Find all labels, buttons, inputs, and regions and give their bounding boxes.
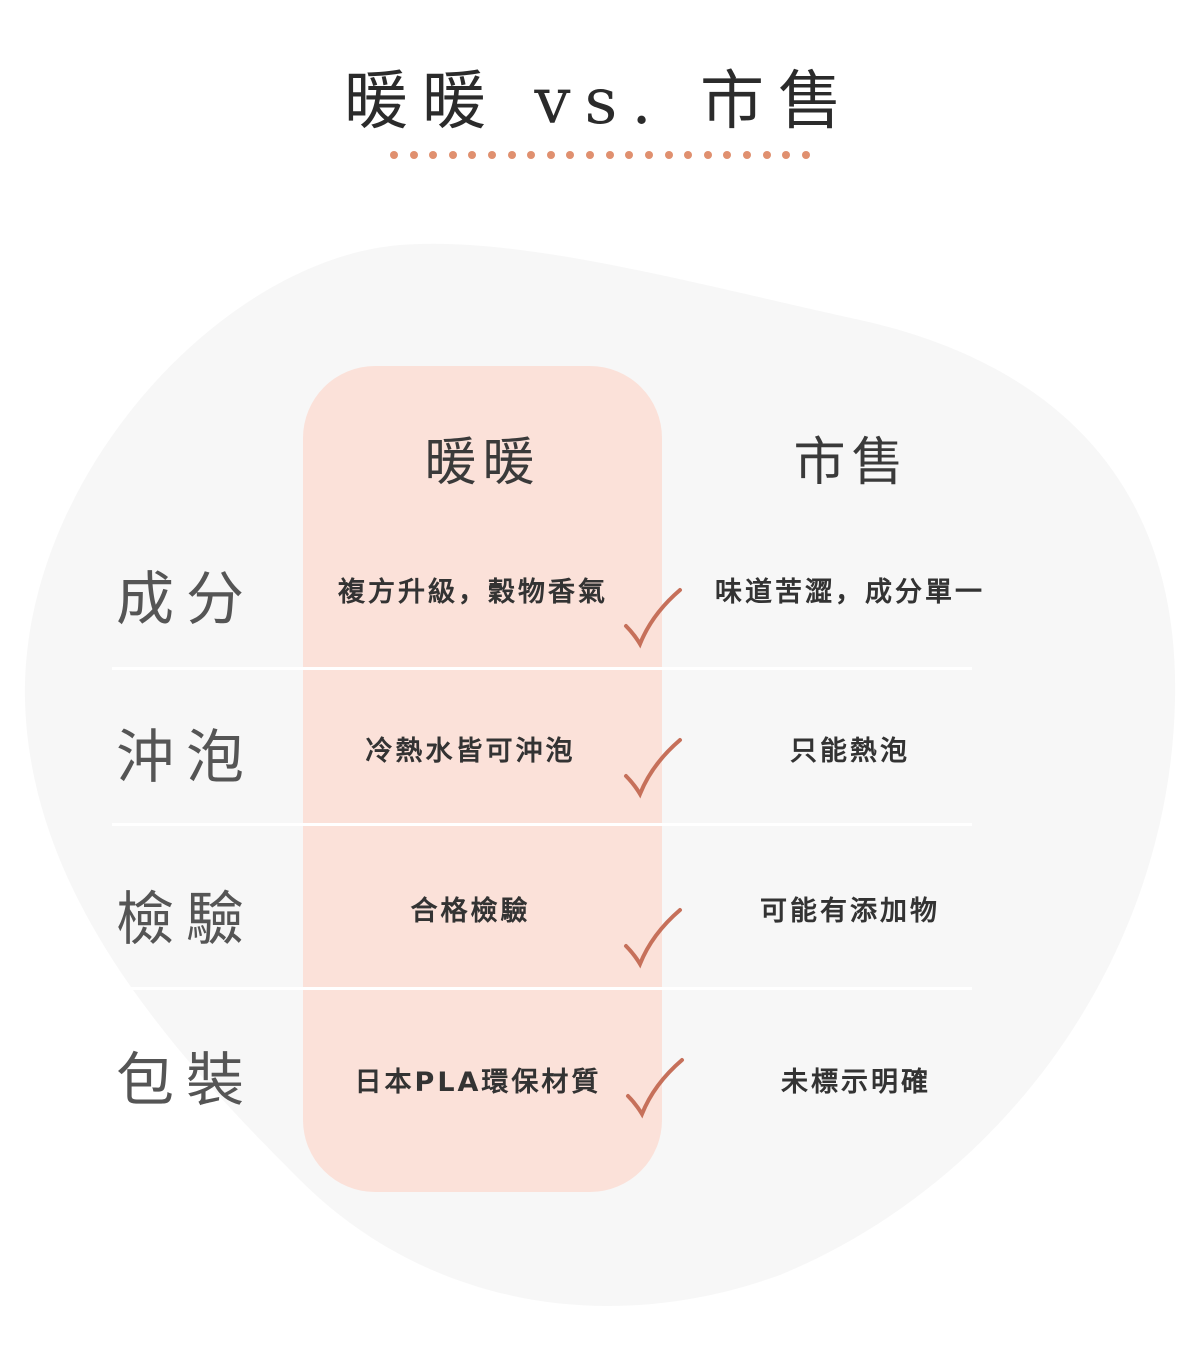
divider-dot — [488, 151, 497, 159]
divider-dot — [507, 151, 516, 159]
divider-dot — [762, 151, 771, 159]
divider-dot — [801, 151, 810, 159]
row-label: 包裝 — [116, 1046, 257, 1114]
check-icon — [626, 1058, 684, 1119]
row-label: 沖泡 — [116, 723, 257, 791]
cell-market: 未標示明確 — [781, 1067, 931, 1098]
divider-dot — [782, 151, 791, 159]
divider-dot — [390, 151, 398, 159]
divider-dot — [527, 151, 536, 159]
divider-dot — [468, 151, 477, 159]
divider-dot — [664, 151, 673, 159]
highlight-column — [303, 366, 662, 1192]
check-icon — [624, 588, 682, 649]
row-label: 檢驗 — [116, 885, 257, 953]
cell-ours: 合格檢驗 — [410, 896, 531, 927]
dotted-divider — [390, 151, 810, 161]
row-divider — [112, 823, 972, 826]
divider-dot — [546, 151, 555, 159]
cell-market: 可能有添加物 — [760, 896, 940, 927]
divider-dot — [566, 151, 575, 159]
cell-ours: 日本PLA環保材質 — [354, 1067, 602, 1098]
divider-dot — [644, 151, 653, 159]
page-title: 暖暖 vs. 市售 — [343, 65, 857, 139]
divider-dot — [742, 151, 751, 159]
divider-dot — [586, 151, 595, 159]
divider-dot — [703, 151, 712, 159]
cell-ours: 冷熱水皆可沖泡 — [365, 736, 576, 767]
divider-dot — [448, 151, 457, 159]
divider-dot — [723, 151, 732, 159]
column-header-market: 市售 — [793, 433, 910, 493]
check-icon — [624, 738, 682, 799]
column-header-ours: 暖暖 — [424, 433, 541, 493]
divider-dot — [684, 151, 693, 159]
check-icon — [624, 908, 682, 969]
row-divider — [112, 987, 972, 990]
divider-dot — [429, 151, 438, 159]
row-label: 成分 — [116, 565, 257, 633]
divider-dot — [605, 151, 614, 159]
row-divider — [112, 667, 972, 670]
cell-market: 味道苦澀，成分單一 — [715, 577, 985, 608]
cell-market: 只能熱泡 — [790, 736, 910, 767]
divider-dot — [409, 151, 418, 159]
divider-dot — [625, 151, 634, 159]
cell-ours: 複方升級，穀物香氣 — [338, 577, 608, 608]
